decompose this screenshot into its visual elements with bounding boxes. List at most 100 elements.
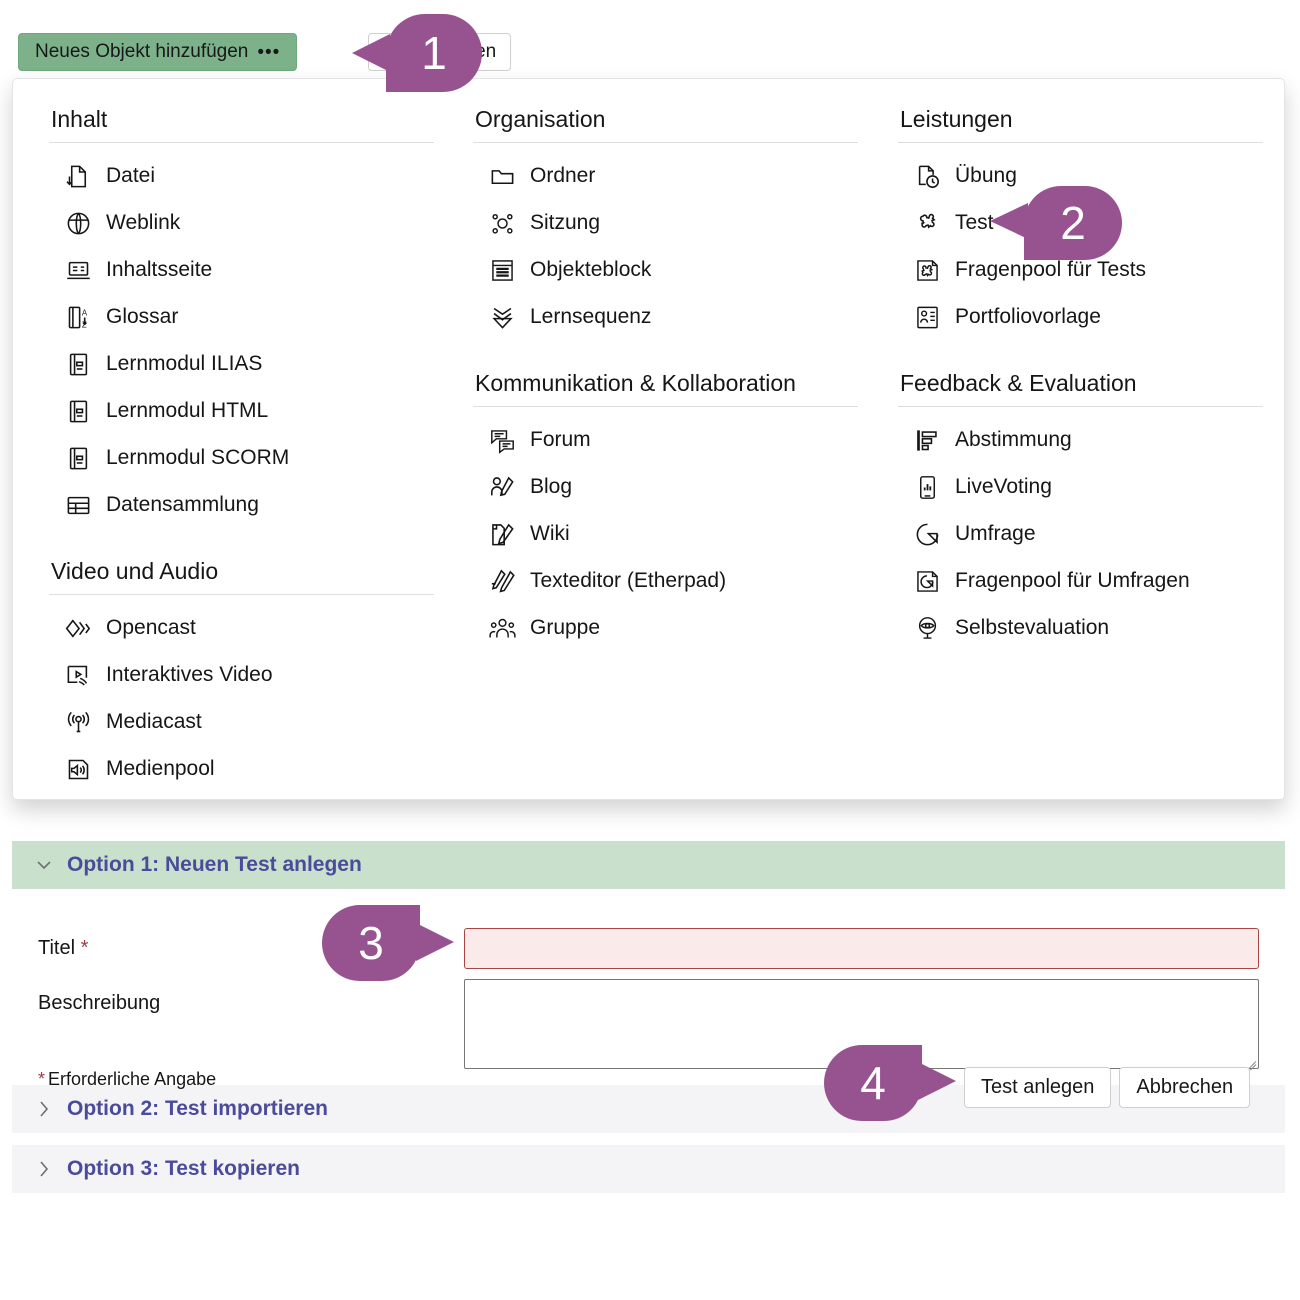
form-actions: Test anlegen Abbrechen [964,1067,1251,1108]
menu-item-texteditor-etherpad[interactable]: Texteditor (Etherpad) [473,558,858,605]
menu-item-sitzung[interactable]: Sitzung [473,200,858,247]
file-download-icon [65,163,92,190]
menu-item-portfoliovorlage[interactable]: Portfoliovorlage [898,294,1263,341]
group-feedback-evaluation: Feedback & Evaluation Abstimmung LiveVot… [898,369,1263,652]
callout-badge-1: 1 [352,14,482,92]
menu-item-mediacast[interactable]: Mediacast [49,699,434,746]
callout-pointer [918,1062,956,1100]
table-grid-icon [65,492,92,519]
required-asterisk: * [80,937,89,959]
menu-item-test[interactable]: Test [898,200,1263,247]
title-label-text: Titel [38,937,76,959]
add-object-label: Neues Objekt hinzufügen [35,41,249,62]
menu-item-uebung[interactable]: Übung [898,153,1263,200]
menu-item-label: Wiki [530,522,570,545]
menu-item-inhaltsseite[interactable]: Inhaltsseite [49,247,434,294]
opencast-diamond-icon [65,615,92,642]
test-puzzle-icon [914,210,941,237]
title-field-label: Titel * [38,937,88,960]
svg-text:Z: Z [82,320,87,329]
wiki-page-pen-icon [489,521,516,548]
menu-item-label: Fragenpool für Umfragen [955,569,1190,592]
group-people-icon [489,615,516,642]
menu-item-datensammlung[interactable]: Datensammlung [49,482,434,529]
menu-item-forum[interactable]: Forum [473,417,858,464]
menu-item-wiki[interactable]: Wiki [473,511,858,558]
required-note: *Erforderliche Angabe [38,1069,216,1090]
menu-item-abstimmung[interactable]: Abstimmung [898,417,1263,464]
content-page-icon [65,257,92,284]
callout-pointer [416,923,454,961]
callout-number: 3 [322,905,420,981]
menu-item-interaktives-video[interactable]: Interaktives Video [49,652,434,699]
submit-button[interactable]: Test anlegen [964,1067,1112,1108]
menu-item-label: Medienpool [106,757,215,780]
group-kommunikation-kollaboration: Kommunikation & Kollaboration Forum Blog… [473,369,858,652]
menu-item-lernmodul-html[interactable]: Lernmodul HTML [49,388,434,435]
group-video-und-audio: Video und Audio Opencast Interaktives Vi… [49,557,434,793]
menu-item-label: Selbstevaluation [955,616,1110,639]
chevron-right-icon [34,1159,54,1179]
object-block-list-icon [489,257,516,284]
menu-item-fragenpool-tests[interactable]: Fragenpool für Tests [898,247,1263,294]
menu-item-label: Objekteblock [530,258,652,282]
callout-number: 2 [1024,186,1122,260]
menu-item-blog[interactable]: Blog [473,464,858,511]
menu-item-lernmodul-ilias[interactable]: Lernmodul ILIAS [49,341,434,388]
menu-item-label: Weblink [106,211,181,235]
required-note-text: Erforderliche Angabe [48,1069,217,1089]
callout-number: 1 [386,14,482,92]
option3-accordion-header[interactable]: Option 3: Test kopieren [12,1145,1285,1193]
menu-item-label: Texteditor (Etherpad) [530,569,727,592]
poll-bars-icon [914,427,941,454]
cancel-button[interactable]: Abbrechen [1119,1067,1251,1108]
learning-module-icon [65,351,92,378]
menu-item-label: Sitzung [530,211,601,235]
folder-icon [489,163,516,190]
menu-item-datei[interactable]: Datei [49,153,434,200]
option1-accordion-header[interactable]: Option 1: Neuen Test anlegen [12,841,1285,889]
menu-item-label: Lernmodul ILIAS [106,352,263,376]
dropdown-column-3: Leistungen Übung Test Fragenpool für Tes… [898,105,1263,652]
callout-badge-2: 2 [990,186,1122,260]
add-object-button[interactable]: Neues Objekt hinzufügen ••• [18,33,298,71]
menu-item-lernsequenz[interactable]: Lernsequenz [473,294,858,341]
divider [473,141,858,143]
create-test-form-card: Option 1: Neuen Test anlegen Titel * Bes… [12,841,1285,1193]
divider [898,141,1263,143]
menu-item-label: Abstimmung [955,428,1072,451]
menu-item-label: Mediacast [106,710,202,733]
callout-badge-3: 3 [322,905,454,981]
group-leistungen: Leistungen Übung Test Fragenpool für Tes… [898,105,1263,341]
survey-pool-pie-icon [914,568,941,595]
description-field-label: Beschreibung [38,992,161,1014]
menu-item-gruppe[interactable]: Gruppe [473,605,858,652]
group-organisation: Organisation Ordner Sitzung Objekteblock [473,105,858,341]
menu-item-fragenpool-umfragen[interactable]: Fragenpool für Umfragen [898,558,1263,605]
menu-item-ordner[interactable]: Ordner [473,153,858,200]
blog-person-pen-icon [489,474,516,501]
required-asterisk: * [38,1069,46,1089]
title-input[interactable] [464,928,1259,969]
menu-item-livevoting[interactable]: LiveVoting [898,464,1263,511]
globe-link-icon [65,210,92,237]
menu-item-umfrage[interactable]: Umfrage [898,511,1263,558]
menu-item-label: LiveVoting [955,475,1052,498]
menu-item-selbstevaluation[interactable]: Selbstevaluation [898,605,1263,652]
group-title: Feedback & Evaluation [900,369,1137,396]
menu-item-lernmodul-scorm[interactable]: Lernmodul SCORM [49,435,434,482]
menu-item-objekteblock[interactable]: Objekteblock [473,247,858,294]
forum-speech-bubbles-icon [489,427,516,454]
menu-item-label: Übung [955,164,1017,188]
menu-item-opencast[interactable]: Opencast [49,605,434,652]
menu-item-medienpool[interactable]: Medienpool [49,746,434,793]
livevoting-phone-icon [914,474,941,501]
menu-item-label: Lernsequenz [530,305,652,329]
menu-item-label: Test [955,211,994,235]
ellipsis-icon: ••• [257,41,281,63]
menu-item-weblink[interactable]: Weblink [49,200,434,247]
